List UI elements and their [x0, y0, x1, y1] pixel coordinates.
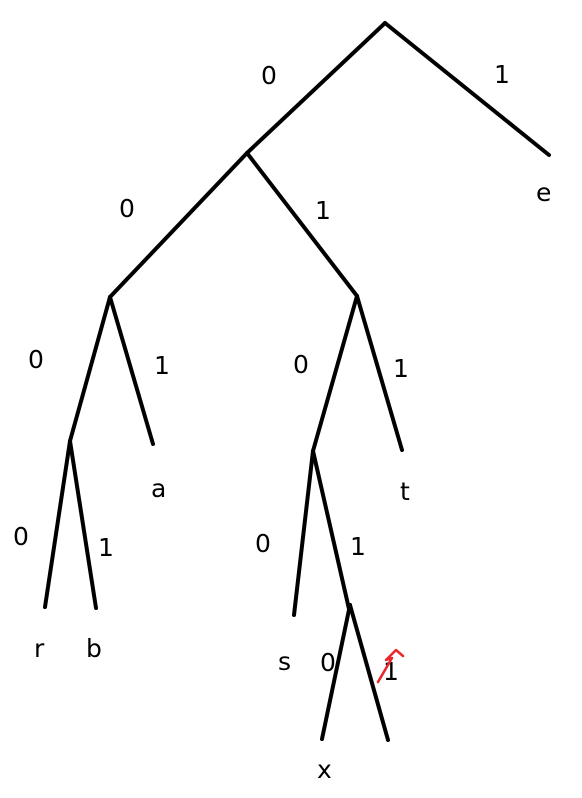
edge-root-left — [245, 21, 387, 155]
edge-bit-labels: 0 1 0 1 0 1 0 1 0 1 0 1 0 1 — [13, 60, 510, 686]
bit-label: 1 — [350, 532, 366, 561]
edge-n000-left — [43, 439, 72, 609]
tree-edges — [43, 21, 551, 742]
leaf-symbol: s — [278, 647, 291, 676]
edge-root-right — [383, 21, 551, 157]
edge-n01-left — [311, 294, 359, 453]
edge-n00-right — [108, 295, 155, 446]
bit-label: 0 — [13, 522, 29, 551]
bit-label: 0 — [119, 194, 135, 223]
bit-label: 1 — [393, 354, 409, 383]
edge-n01-right — [355, 294, 404, 452]
edge-n00-left — [68, 295, 112, 443]
bit-label: 1 — [98, 533, 114, 562]
bit-label: 0 — [255, 529, 271, 558]
edge-n010-left — [292, 449, 315, 617]
leaf-symbols: e a t r b s x — [34, 178, 551, 784]
edge-n0101-right — [348, 603, 390, 742]
leaf-symbol: a — [151, 474, 166, 503]
leaf-symbol: r — [34, 634, 45, 663]
edge-n0-left — [108, 151, 249, 299]
bit-label: 1 — [315, 196, 331, 225]
edge-n0101-left — [320, 603, 352, 741]
bit-label: 0 — [320, 648, 336, 677]
bit-label: 1 — [494, 60, 510, 89]
red-correction-mark — [376, 648, 405, 684]
bit-label: 1 — [154, 351, 170, 380]
leaf-symbol: t — [400, 477, 410, 506]
bit-label: 0 — [261, 61, 277, 90]
edge-n0-right — [245, 151, 359, 298]
bit-label: 0 — [28, 345, 44, 374]
leaf-symbol: x — [317, 755, 332, 784]
leaf-symbol: e — [536, 178, 551, 207]
edge-n010-right — [311, 449, 351, 611]
edge-n000-right — [68, 439, 98, 610]
bit-label: 0 — [293, 350, 309, 379]
leaf-symbol: b — [86, 634, 102, 663]
